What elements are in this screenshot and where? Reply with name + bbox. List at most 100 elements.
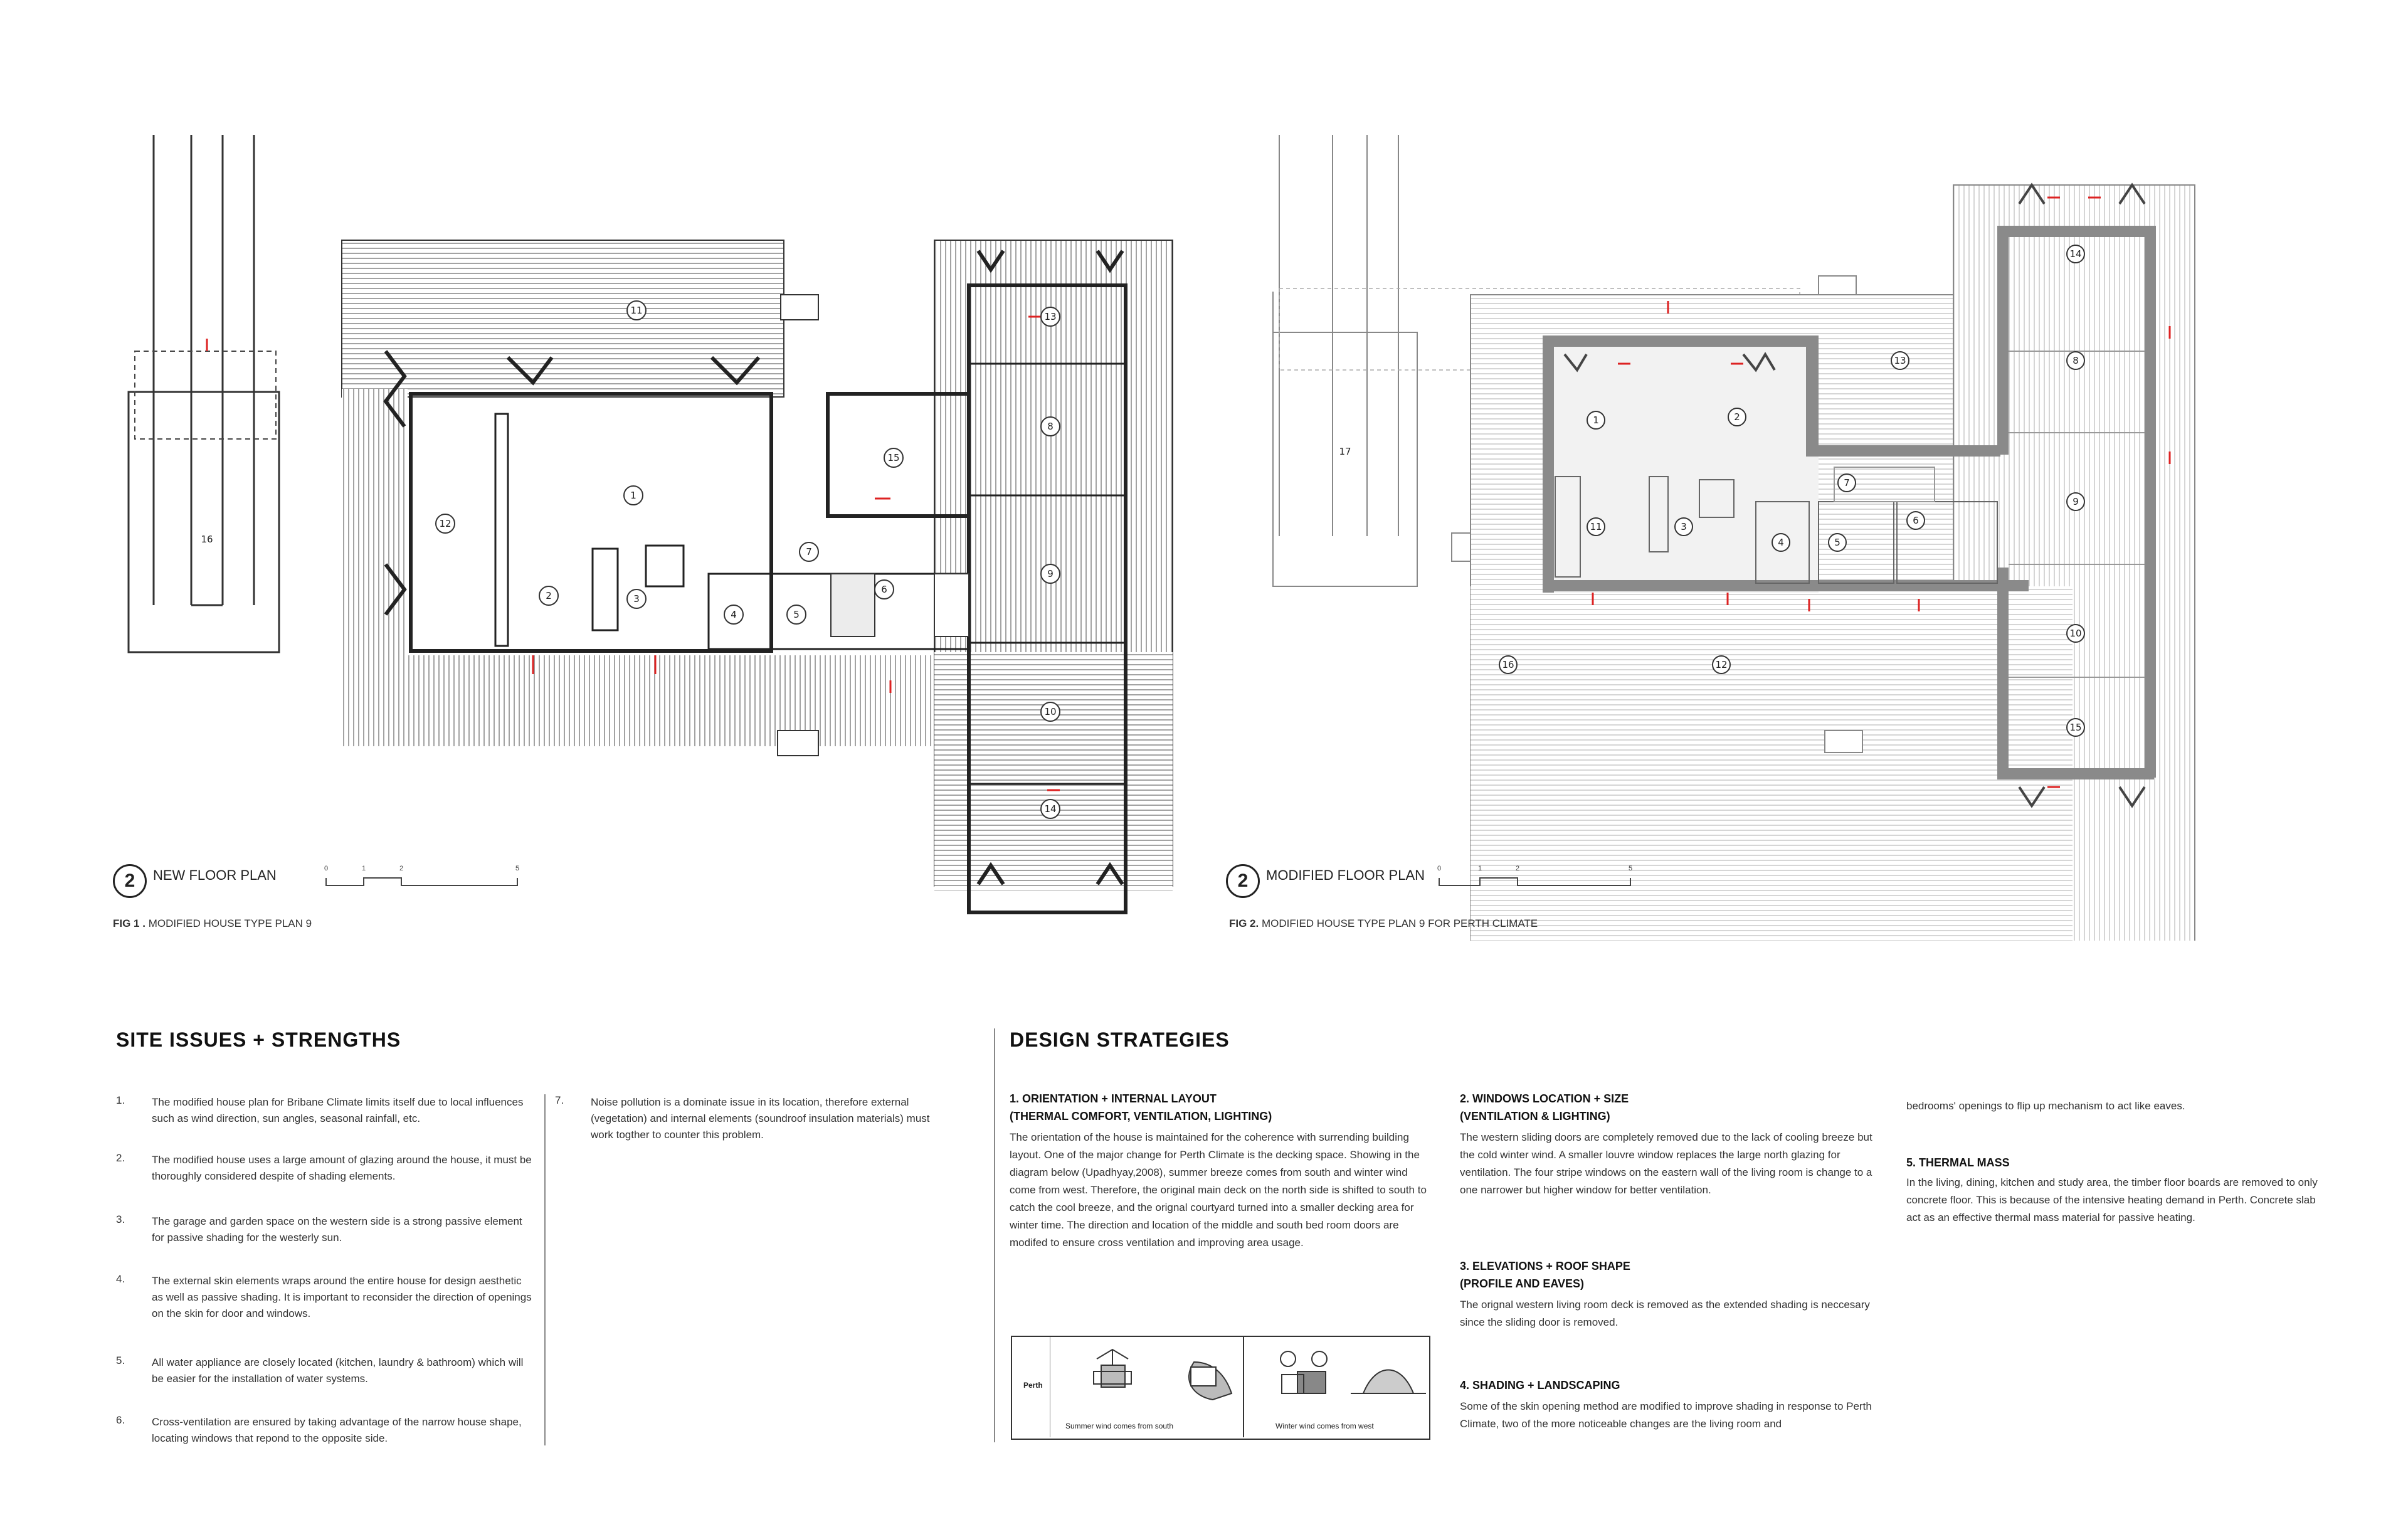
svg-text:5: 5 (1834, 537, 1840, 548)
diagram-caption-winter: Winter wind comes from west (1275, 1422, 1374, 1430)
item-number: 2. (116, 1152, 125, 1164)
svg-text:6: 6 (881, 584, 887, 595)
strategy-title: 3. ELEVATIONS + ROOF SHAPE (PROFILE AND … (1460, 1260, 1630, 1290)
opening-markers-2 (1592, 196, 2171, 788)
strategy-1: 1. ORIENTATION + INTERNAL LAYOUT (THERMA… (1010, 1090, 1436, 1252)
item-number: 1. (116, 1094, 125, 1106)
plan-title: MODIFIED FLOOR PLAN (1266, 867, 1425, 883)
svg-text:2: 2 (399, 865, 403, 872)
svg-text:11: 11 (1590, 521, 1602, 532)
diagram-caption-summer: Summer wind comes from south (1065, 1422, 1174, 1430)
svg-text:9: 9 (1047, 568, 1054, 579)
svg-text:16: 16 (1502, 659, 1514, 670)
strategy-text: The orignal western living room deck is … (1460, 1299, 1870, 1328)
site-issues-heading: SITE ISSUES + STRENGTHS (116, 1028, 401, 1051)
svg-text:4: 4 (731, 609, 737, 620)
strategy-text: Some of the skin opening method are modi… (1460, 1400, 1872, 1430)
svg-text:5: 5 (1629, 865, 1632, 872)
svg-text:1: 1 (1593, 415, 1599, 426)
strategy-text: In the living, dining, kitchen and study… (1906, 1176, 2318, 1223)
strategy-title: 5. THERMAL MASS (1906, 1156, 2010, 1169)
svg-text:7: 7 (1844, 477, 1850, 489)
item-number: 4. (116, 1273, 125, 1285)
plan-number-badge: 2 (1226, 864, 1260, 898)
item-number: 5. (116, 1355, 125, 1366)
strategy-4-continued: bedrooms' openings to flip up mechanism … (1906, 1097, 2320, 1115)
svg-text:15: 15 (887, 452, 899, 463)
room-numbers: 11 1 12 2 3 4 5 6 7 8 9 10 13 14 15 (435, 300, 1060, 819)
svg-text:15: 15 (2069, 722, 2081, 733)
svg-text:5: 5 (515, 865, 519, 872)
decking-2 (1470, 184, 2195, 941)
garden-strips: 16 (127, 135, 280, 653)
item-text: Cross-ventilation are ensured by taking … (152, 1416, 522, 1444)
svg-text:2: 2 (1734, 411, 1740, 423)
svg-text:13: 13 (1894, 355, 1906, 366)
house-walls-2 (1451, 182, 2156, 808)
strategy-title: 2. WINDOWS LOCATION + SIZE (VENTILATION … (1460, 1092, 1629, 1122)
plan-1-title-block: 2 NEW FLOOR PLAN (113, 864, 277, 898)
svg-text:1: 1 (362, 865, 366, 872)
svg-text:17: 17 (1339, 446, 1351, 457)
svg-text:12: 12 (439, 518, 451, 529)
svg-text:11: 11 (630, 305, 642, 316)
svg-text:8: 8 (2073, 355, 2079, 366)
svg-text:3: 3 (633, 593, 640, 605)
item-number: 6. (116, 1414, 125, 1426)
strategy-text: The western sliding doors are completely… (1460, 1131, 1872, 1196)
svg-text:14: 14 (1044, 803, 1056, 815)
wind-sketches (1093, 1348, 1426, 1401)
svg-text:10: 10 (1044, 706, 1056, 717)
decking (341, 240, 1173, 890)
room-label: 16 (201, 534, 213, 545)
svg-text:12: 12 (1715, 659, 1727, 670)
strategy-5: 5. THERMAL MASS In the living, dining, k… (1906, 1154, 2320, 1227)
strategy-text: The orientation of the house is maintain… (1010, 1131, 1427, 1249)
svg-text:0: 0 (324, 865, 328, 872)
scale-bar-2: 0 1 2 5 (1437, 865, 1632, 886)
svg-text:7: 7 (806, 546, 812, 557)
room-numbers-2: 1 2 3 4 5 6 7 8 9 10 11 12 13 14 15 16 1… (1339, 245, 2085, 737)
svg-text:1: 1 (630, 490, 636, 501)
strategy-title: 1. ORIENTATION + INTERNAL LAYOUT (THERMA… (1010, 1092, 1272, 1122)
diagram-row-label: Perth (1023, 1381, 1043, 1390)
opening-markers (206, 315, 1060, 791)
column-divider (544, 1094, 546, 1445)
garage-outline (1272, 135, 1800, 587)
wind-diagram: Perth Summer wind comes from south Winte… (1011, 1336, 1430, 1440)
plan-2-title-block: 2 MODIFIED FLOOR PLAN (1226, 864, 1425, 898)
svg-text:5: 5 (793, 609, 800, 620)
svg-text:0: 0 (1437, 865, 1441, 872)
strategy-4: 4. SHADING + LANDSCAPING Some of the ski… (1460, 1376, 1886, 1433)
svg-text:2: 2 (1516, 865, 1519, 872)
plan-title: NEW FLOOR PLAN (153, 867, 277, 883)
svg-text:9: 9 (2073, 496, 2079, 507)
item-text: The external skin elements wraps around … (152, 1275, 532, 1319)
item-text: The modified house uses a large amount o… (152, 1154, 532, 1182)
strategy-title: 4. SHADING + LANDSCAPING (1460, 1379, 1620, 1392)
item-text: The garage and garden space on the weste… (152, 1215, 522, 1244)
scale-bar-1: 0 1 2 5 (324, 865, 519, 886)
fig-2-caption: FIG 2. MODIFIED HOUSE TYPE PLAN 9 FOR PE… (1229, 917, 1538, 929)
svg-text:1: 1 (1478, 865, 1482, 872)
svg-text:3: 3 (1681, 521, 1687, 532)
strategy-2: 2. WINDOWS LOCATION + SIZE (VENTILATION … (1460, 1090, 1886, 1199)
svg-text:2: 2 (546, 590, 552, 601)
item-number: 7. (555, 1094, 564, 1106)
item-number: 3. (116, 1213, 125, 1225)
strategy-text: bedrooms' openings to flip up mechanism … (1906, 1100, 2185, 1112)
item-text: The modified house plan for Bribane Clim… (152, 1096, 524, 1124)
svg-text:6: 6 (1913, 515, 1919, 526)
item-text: Noise pollution is a dominate issue in i… (591, 1096, 930, 1141)
plan-number-badge: 2 (113, 864, 147, 898)
svg-text:10: 10 (2069, 628, 2081, 639)
svg-text:8: 8 (1047, 421, 1054, 432)
svg-text:13: 13 (1044, 311, 1056, 322)
design-strategies-heading: DESIGN STRATEGIES (1010, 1028, 1230, 1051)
svg-text:14: 14 (2069, 248, 2081, 260)
section-divider (994, 1028, 995, 1442)
floor-plan-1: 16 (127, 135, 1173, 914)
strategy-3: 3. ELEVATIONS + ROOF SHAPE (PROFILE AND … (1460, 1257, 1886, 1331)
svg-text:4: 4 (1778, 537, 1784, 548)
item-text: All water appliance are closely located … (152, 1356, 524, 1385)
